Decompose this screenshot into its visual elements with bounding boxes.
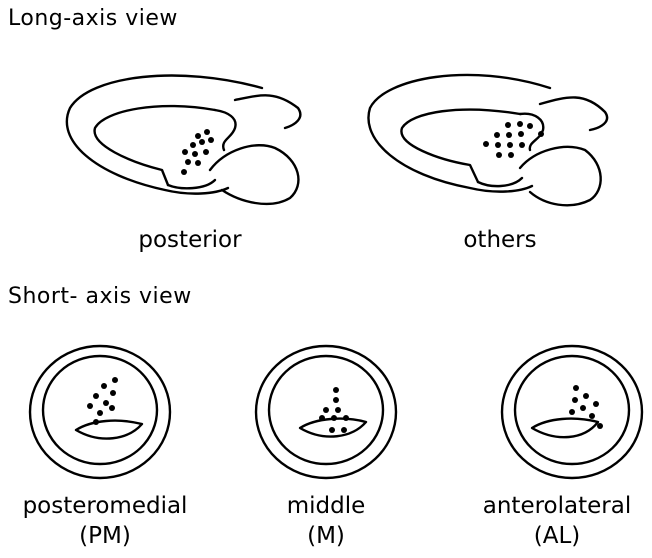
dot [195, 160, 201, 166]
dot [93, 393, 99, 399]
dot [199, 139, 205, 145]
m-dots [319, 387, 349, 433]
dot [583, 393, 589, 399]
dot [185, 159, 191, 165]
short-axis-m-drawing [256, 346, 396, 478]
dot [505, 122, 511, 128]
dot [527, 123, 533, 129]
m-label: middle [256, 492, 396, 520]
dot [323, 407, 329, 413]
dot [97, 410, 103, 416]
dot [518, 131, 524, 137]
dot [101, 383, 107, 389]
base-line [168, 180, 215, 188]
dot [341, 427, 347, 433]
base-line [478, 178, 522, 186]
leaflet [76, 421, 142, 439]
dot [573, 385, 579, 391]
dot [569, 409, 575, 415]
dot [343, 415, 349, 421]
dot [508, 152, 514, 158]
dot [333, 387, 339, 393]
dot [195, 133, 201, 139]
posterior-dots [181, 129, 214, 175]
dot [333, 397, 339, 403]
dot [496, 152, 502, 158]
dot [331, 415, 337, 421]
dot [190, 142, 196, 148]
posterior-label: posterior [110, 226, 270, 254]
dot [335, 407, 341, 413]
m-abbr: (M) [256, 522, 396, 550]
pm-label: posteromedial [10, 492, 200, 520]
dot [109, 405, 115, 411]
dot [110, 390, 116, 396]
pm-dots [87, 377, 118, 425]
dot [87, 403, 93, 409]
dot [517, 121, 523, 127]
aorta [235, 95, 300, 128]
dot [203, 149, 209, 155]
dot [103, 400, 109, 406]
dot [112, 377, 118, 383]
others-label: others [420, 226, 580, 254]
dot [204, 129, 210, 135]
atrium [520, 147, 601, 205]
valve-upper [215, 110, 236, 150]
dot [580, 405, 586, 411]
dot [572, 397, 578, 403]
dot [597, 423, 603, 429]
dot [181, 169, 187, 175]
long-axis-others-drawing [368, 75, 607, 205]
dot [208, 137, 214, 143]
dot [329, 427, 335, 433]
al-label: anterolateral [462, 492, 652, 520]
dot [319, 415, 325, 421]
dot [182, 149, 188, 155]
aorta [540, 97, 607, 130]
dot [593, 401, 599, 407]
dot [506, 132, 512, 138]
dot [589, 413, 595, 419]
pm-abbr: (PM) [10, 522, 200, 550]
dot [93, 419, 99, 425]
dot [507, 142, 513, 148]
dot [483, 141, 489, 147]
dot [519, 142, 525, 148]
al-abbr: (AL) [462, 522, 652, 550]
dot [192, 151, 198, 157]
atrium [210, 145, 298, 204]
short-axis-al-drawing [502, 346, 642, 478]
leaflet [532, 419, 598, 438]
inner-wall [401, 110, 520, 182]
dot [495, 142, 501, 148]
short-axis-pm-drawing [30, 346, 170, 478]
dot [494, 132, 500, 138]
dot [538, 131, 544, 137]
long-axis-posterior-drawing [67, 76, 300, 204]
